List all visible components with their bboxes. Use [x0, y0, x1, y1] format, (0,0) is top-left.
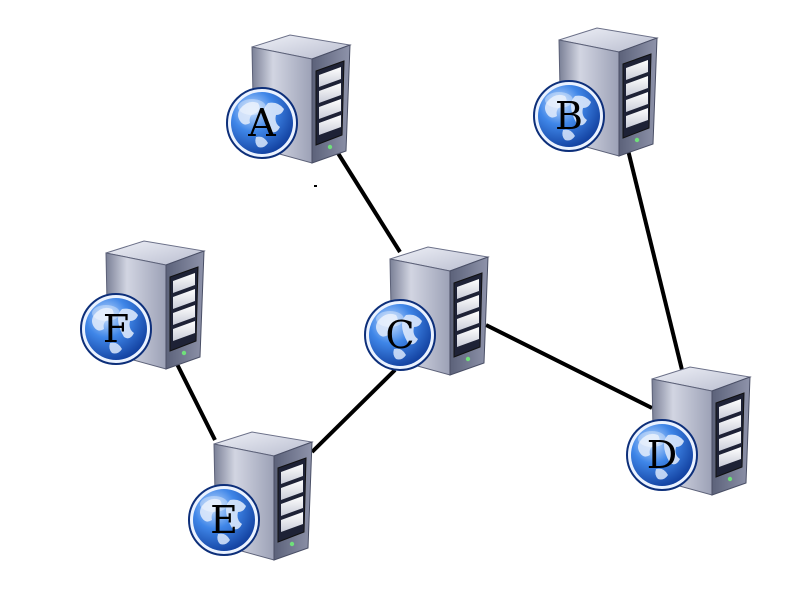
- drive-bay: [319, 67, 341, 87]
- drive-bay: [719, 431, 741, 451]
- globe-icon: [533, 80, 605, 152]
- power-light-icon: [465, 356, 471, 362]
- drive-bay: [319, 83, 341, 103]
- node-label-f: F: [103, 307, 129, 351]
- server-node-d: D: [626, 366, 752, 496]
- drive-bay: [173, 321, 195, 341]
- globe-icon: [188, 484, 260, 556]
- edges-layer: [174, 148, 684, 454]
- drive-bay: [719, 415, 741, 435]
- power-light-icon: [634, 137, 640, 143]
- power-light-icon: [727, 476, 733, 482]
- power-light-icon: [289, 541, 295, 547]
- drive-bay: [626, 60, 648, 80]
- power-light-icon: [327, 144, 333, 150]
- drive-bay: [281, 496, 303, 516]
- edge-a-c: [334, 148, 402, 254]
- nodes-layer: A B C D E F: [80, 27, 752, 561]
- globe-icon: [226, 87, 298, 159]
- edge-e-f: [174, 361, 217, 441]
- edge-c-e: [310, 368, 397, 454]
- globe-icon: [626, 419, 698, 491]
- drive-bay: [626, 92, 648, 112]
- server-node-a: A: [226, 34, 352, 164]
- power-light-icon: [181, 350, 187, 356]
- node-label-c: C: [385, 313, 414, 357]
- server-node-e: E: [188, 431, 314, 561]
- node-label-d: D: [647, 433, 677, 477]
- server-node-b: B: [533, 27, 659, 157]
- drive-bay: [719, 399, 741, 419]
- drive-bay: [626, 76, 648, 96]
- server-icon: [558, 27, 659, 157]
- drive-bay: [719, 447, 741, 467]
- drive-bay: [457, 295, 479, 315]
- globe-icon: [80, 293, 152, 365]
- drive-bay: [319, 99, 341, 119]
- drive-bay: [457, 327, 479, 347]
- drive-bay: [281, 480, 303, 500]
- drive-bay: [173, 289, 195, 309]
- server-node-f: F: [80, 240, 206, 370]
- edge-c-d: [485, 323, 653, 410]
- stray-mark: [314, 185, 317, 187]
- drive-bay: [281, 464, 303, 484]
- globe-icon: [364, 299, 436, 371]
- node-label-b: B: [555, 94, 583, 138]
- drive-bay: [626, 108, 648, 128]
- drive-bay: [281, 512, 303, 532]
- node-label-e: E: [210, 498, 238, 542]
- drive-bay: [457, 279, 479, 299]
- drive-bay: [173, 305, 195, 325]
- drive-bay: [173, 273, 195, 293]
- drive-bay: [319, 115, 341, 135]
- server-node-c: C: [364, 246, 490, 376]
- edge-b-d: [626, 149, 684, 371]
- node-label-a: A: [247, 101, 276, 145]
- drive-bay: [457, 311, 479, 331]
